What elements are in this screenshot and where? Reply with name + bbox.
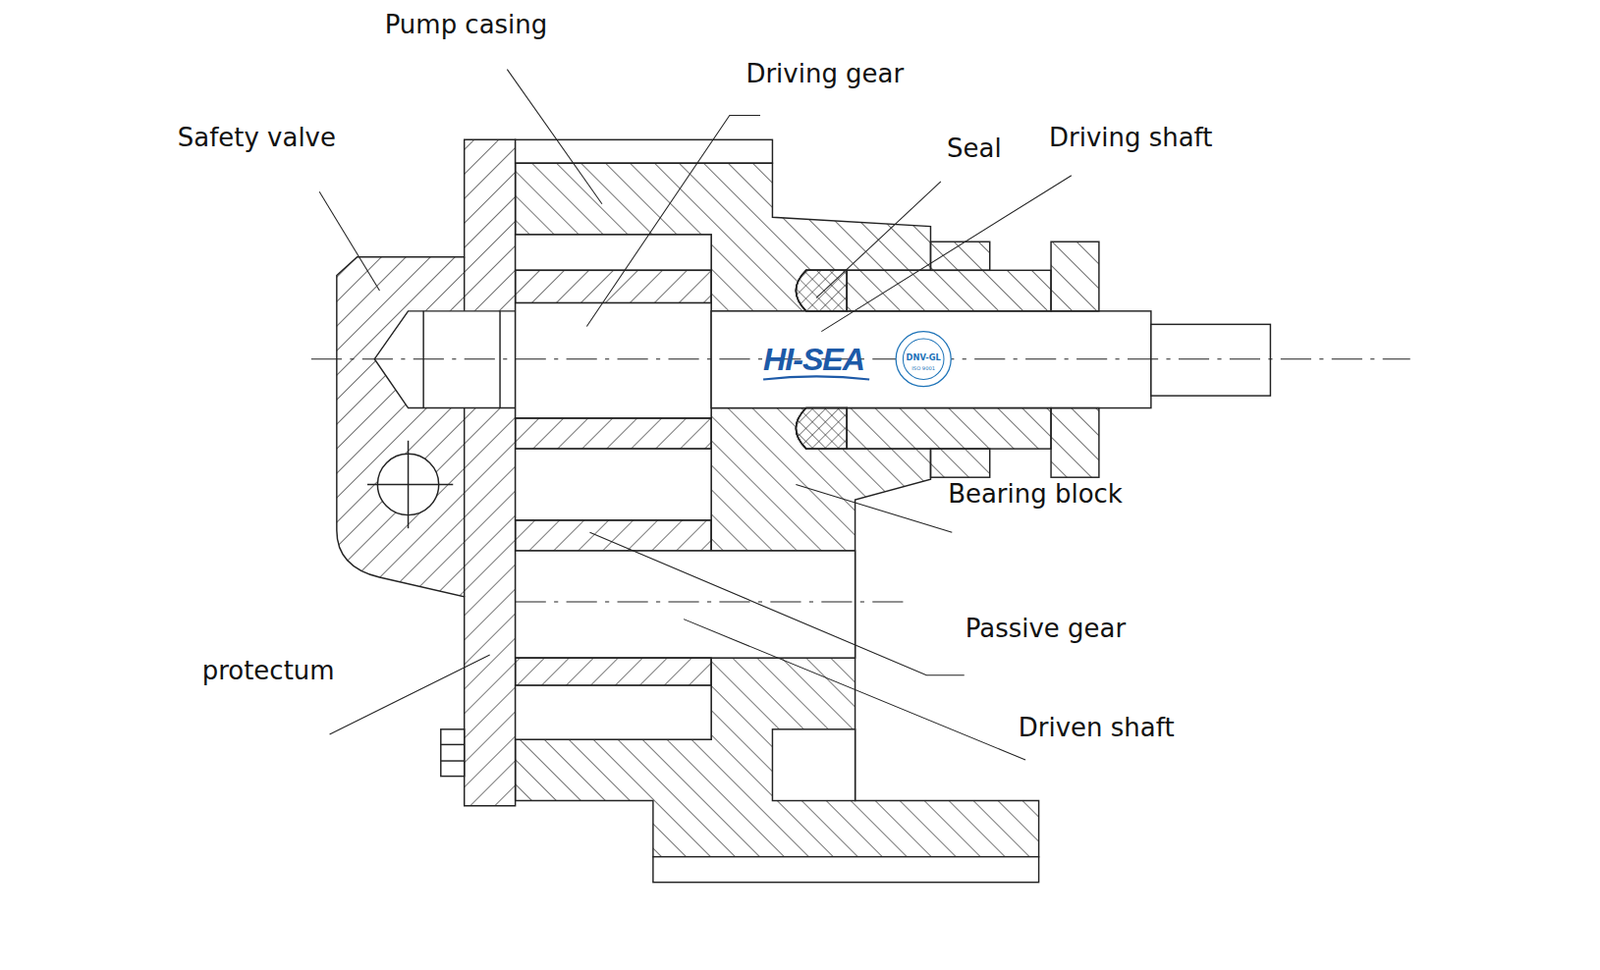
part-label: Passive gear — [965, 613, 1126, 644]
watermark-badge: DNV-GL — [906, 352, 941, 362]
label-holder: HI-SEA — [763, 341, 865, 379]
watermark-logo: HI-SEA — [763, 341, 865, 379]
label-holder: Driving shaft — [1048, 122, 1213, 153]
part-label: protectum — [202, 656, 335, 686]
part-label: Safety valve — [177, 122, 336, 153]
label-holder: Bearing block — [947, 479, 1123, 509]
part-label: Pump casing — [385, 9, 549, 40]
part-label: Bearing block — [947, 479, 1123, 509]
label-holder: ISO 9001 — [911, 365, 936, 372]
watermark-badge: ISO 9001 — [911, 365, 936, 372]
label-holder: Driven shaft — [1018, 713, 1175, 743]
label-holder: DNV-GL — [906, 352, 941, 362]
label-holder: Safety valve — [177, 122, 336, 153]
label-holder: Driving gear — [745, 58, 904, 89]
label-holder: Passive gear — [965, 613, 1126, 644]
label-holder: protectum — [202, 656, 335, 686]
label-holder: Pump casing — [385, 9, 549, 40]
part-label: Driving gear — [745, 58, 904, 89]
label-holder: Seal — [946, 133, 1002, 164]
part-label: Seal — [946, 133, 1002, 164]
part-label: Driving shaft — [1048, 122, 1213, 153]
part-label: Driven shaft — [1018, 713, 1175, 743]
